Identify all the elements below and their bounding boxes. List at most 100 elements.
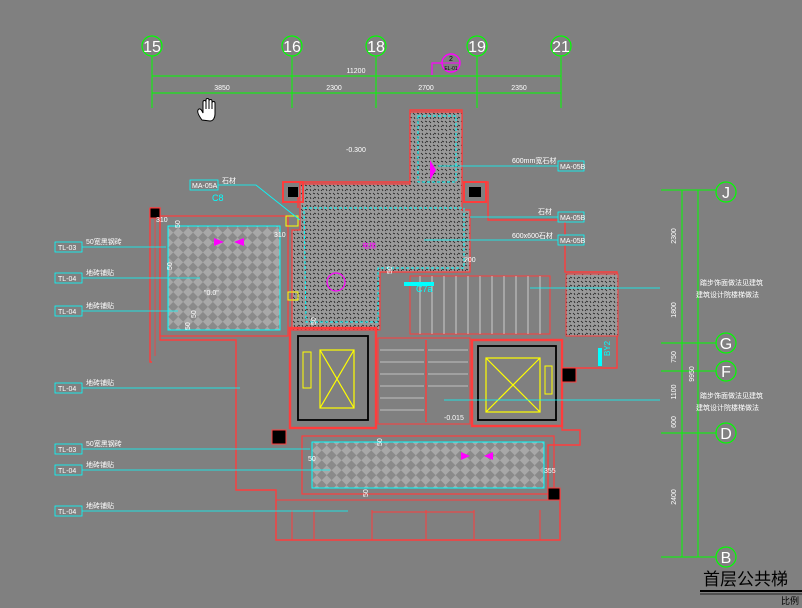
dim-seg-3: 2700 <box>418 85 434 92</box>
svg-text:B: B <box>721 550 732 567</box>
stairs-middle <box>377 337 471 425</box>
svg-text:600mm宽石材: 600mm宽石材 <box>512 156 556 165</box>
svg-text:-0.300: -0.300 <box>346 147 366 154</box>
svg-text:50: 50 <box>311 317 318 325</box>
tag-tl04-a: TL-04 地砖铺贴 <box>54 268 114 284</box>
svg-text:50宽黑钢砖: 50宽黑钢砖 <box>86 439 122 448</box>
floor-plan[interactable] <box>149 109 619 541</box>
svg-text:TL-04: TL-04 <box>58 386 76 393</box>
tag-tl03-b: TL-03 50宽黑钢砖 <box>54 439 122 455</box>
svg-text:50: 50 <box>308 456 316 463</box>
svg-text:J: J <box>722 185 730 202</box>
note-stair-1: 踏步饰面做法见建筑 <box>700 278 763 287</box>
note-stair-2: 踏步饰面做法见建筑 <box>700 391 763 400</box>
svg-text:355: 355 <box>544 468 556 475</box>
stairs-upper <box>409 275 551 335</box>
svg-text:50宽黑钢砖: 50宽黑钢砖 <box>86 237 122 246</box>
dim-seg-2: 2300 <box>326 85 342 92</box>
svg-text:地砖铺贴: 地砖铺贴 <box>86 378 114 387</box>
svg-text:600x600石材: 600x600石材 <box>512 231 553 240</box>
drawing-title: 首层公共梯 <box>703 570 788 589</box>
svg-text:地砖铺贴: 地砖铺贴 <box>86 268 114 277</box>
svg-text:50: 50 <box>377 438 384 446</box>
svg-text:地砖铺贴: 地砖铺贴 <box>86 460 114 469</box>
tag-tl04-b: TL-04 地砖铺贴 <box>54 301 114 317</box>
dim-right-3: 750 <box>671 351 678 363</box>
svg-text:TL-04: TL-04 <box>58 509 76 516</box>
axis-bubble-18: 18 <box>365 35 387 57</box>
top-axis-grid: 15 16 18 19 21 11200 3850 2300 2700 2350 <box>141 35 572 108</box>
dim-total-top: 11200 <box>347 68 366 75</box>
svg-text:50: 50 <box>167 262 174 270</box>
axis-bubble-15: 15 <box>141 35 163 57</box>
dim-right-6: 2400 <box>671 489 678 505</box>
svg-text:TL-03: TL-03 <box>58 447 76 454</box>
axis-bubble-B: B <box>715 546 737 568</box>
axis-bubble-19: 19 <box>466 35 488 57</box>
svg-text:"0.0": "0.0" <box>204 290 219 297</box>
note-stair-2b: 建筑设计院楼梯做法 <box>696 403 759 412</box>
tag-ma05b-c: 600x600石材 MA-05B <box>512 231 586 246</box>
title-block: 首层公共梯 比例 <box>700 570 802 606</box>
axis-bubble-G: G <box>715 332 737 354</box>
svg-text:TL-04: TL-04 <box>58 468 76 475</box>
dim-right-5: 600 <box>671 416 678 428</box>
axis-bubble-J: J <box>715 181 737 203</box>
svg-text:TL-04: TL-04 <box>58 309 76 316</box>
pan-hand-cursor-icon <box>197 98 216 122</box>
svg-text:310: 310 <box>156 217 168 224</box>
svg-text:50: 50 <box>363 489 370 497</box>
elevator-right <box>470 338 564 428</box>
svg-text:50: 50 <box>185 322 192 330</box>
left-annotation-tags: TL-03 50宽黑钢砖 TL-04 地砖铺贴 TL-04 地砖铺贴 TL-04 地砖铺… <box>54 237 122 517</box>
svg-text:16: 16 <box>283 39 301 56</box>
svg-text:19: 19 <box>468 39 486 56</box>
svg-text:TL-04: TL-04 <box>58 276 76 283</box>
elevator-left <box>288 326 378 430</box>
dim-right-2: 1800 <box>671 302 678 318</box>
right-stone-strip <box>565 273 619 337</box>
svg-text:50: 50 <box>191 310 198 318</box>
stone-floor-area <box>291 111 471 331</box>
svg-text:电梯: 电梯 <box>362 241 376 250</box>
dim-right-1: 2300 <box>671 228 678 244</box>
section-marker: 2 EL-01 <box>431 53 461 75</box>
svg-text:15: 15 <box>143 39 161 56</box>
axis-bubble-D: D <box>715 422 737 444</box>
construction-notes: 踏步饰面做法见建筑 建筑设计院楼梯做法 踏步饰面做法见建筑 建筑设计院楼梯做法 <box>696 278 763 412</box>
dim-right-total: 9950 <box>689 366 696 382</box>
tag-ma05b-a: 600mm宽石材 MA-05B <box>512 156 586 172</box>
svg-text:地砖铺贴: 地砖铺贴 <box>86 501 114 510</box>
scale-label: 比例 <box>781 595 799 606</box>
svg-text:MA-05B: MA-05B <box>560 238 586 245</box>
axis-bubble-F: F <box>715 360 737 382</box>
door-tags: C8 C7a BY2 <box>212 193 612 366</box>
annotation-leaders <box>82 165 660 512</box>
axis-bubble-21: 21 <box>550 35 572 57</box>
tag-tl04-d: TL-04 地砖铺贴 <box>54 460 114 476</box>
svg-text:D: D <box>720 426 732 443</box>
right-axis-grid: J G F D B 2300 1800 750 1100 600 2400 99… <box>661 181 737 568</box>
svg-text:MA-05B: MA-05B <box>560 215 586 222</box>
svg-text:MA-05B: MA-05B <box>560 164 586 171</box>
tag-tl04-c: TL-04 地砖铺贴 <box>54 378 114 394</box>
svg-text:BY2: BY2 <box>603 340 612 356</box>
svg-text:F: F <box>721 364 731 381</box>
svg-text:310: 310 <box>274 232 286 239</box>
svg-text:地砖铺贴: 地砖铺贴 <box>86 301 114 310</box>
dim-seg-1: 3850 <box>214 85 230 92</box>
level-marks: -0.300 -0.015 电梯 "0.0" <box>204 147 464 422</box>
svg-text:50: 50 <box>387 266 394 274</box>
svg-text:C8: C8 <box>212 193 224 203</box>
tag-tl04-e: TL-04 地砖铺贴 <box>54 501 114 517</box>
svg-text:EL-01: EL-01 <box>444 66 458 72</box>
svg-text:-0.015: -0.015 <box>444 415 464 422</box>
small-dims: 310 310 50 50 50 50 50 50 50 355 200 50 … <box>156 217 556 497</box>
svg-text:石材: 石材 <box>538 207 552 216</box>
svg-text:200: 200 <box>464 257 476 264</box>
svg-text:21: 21 <box>552 39 570 56</box>
